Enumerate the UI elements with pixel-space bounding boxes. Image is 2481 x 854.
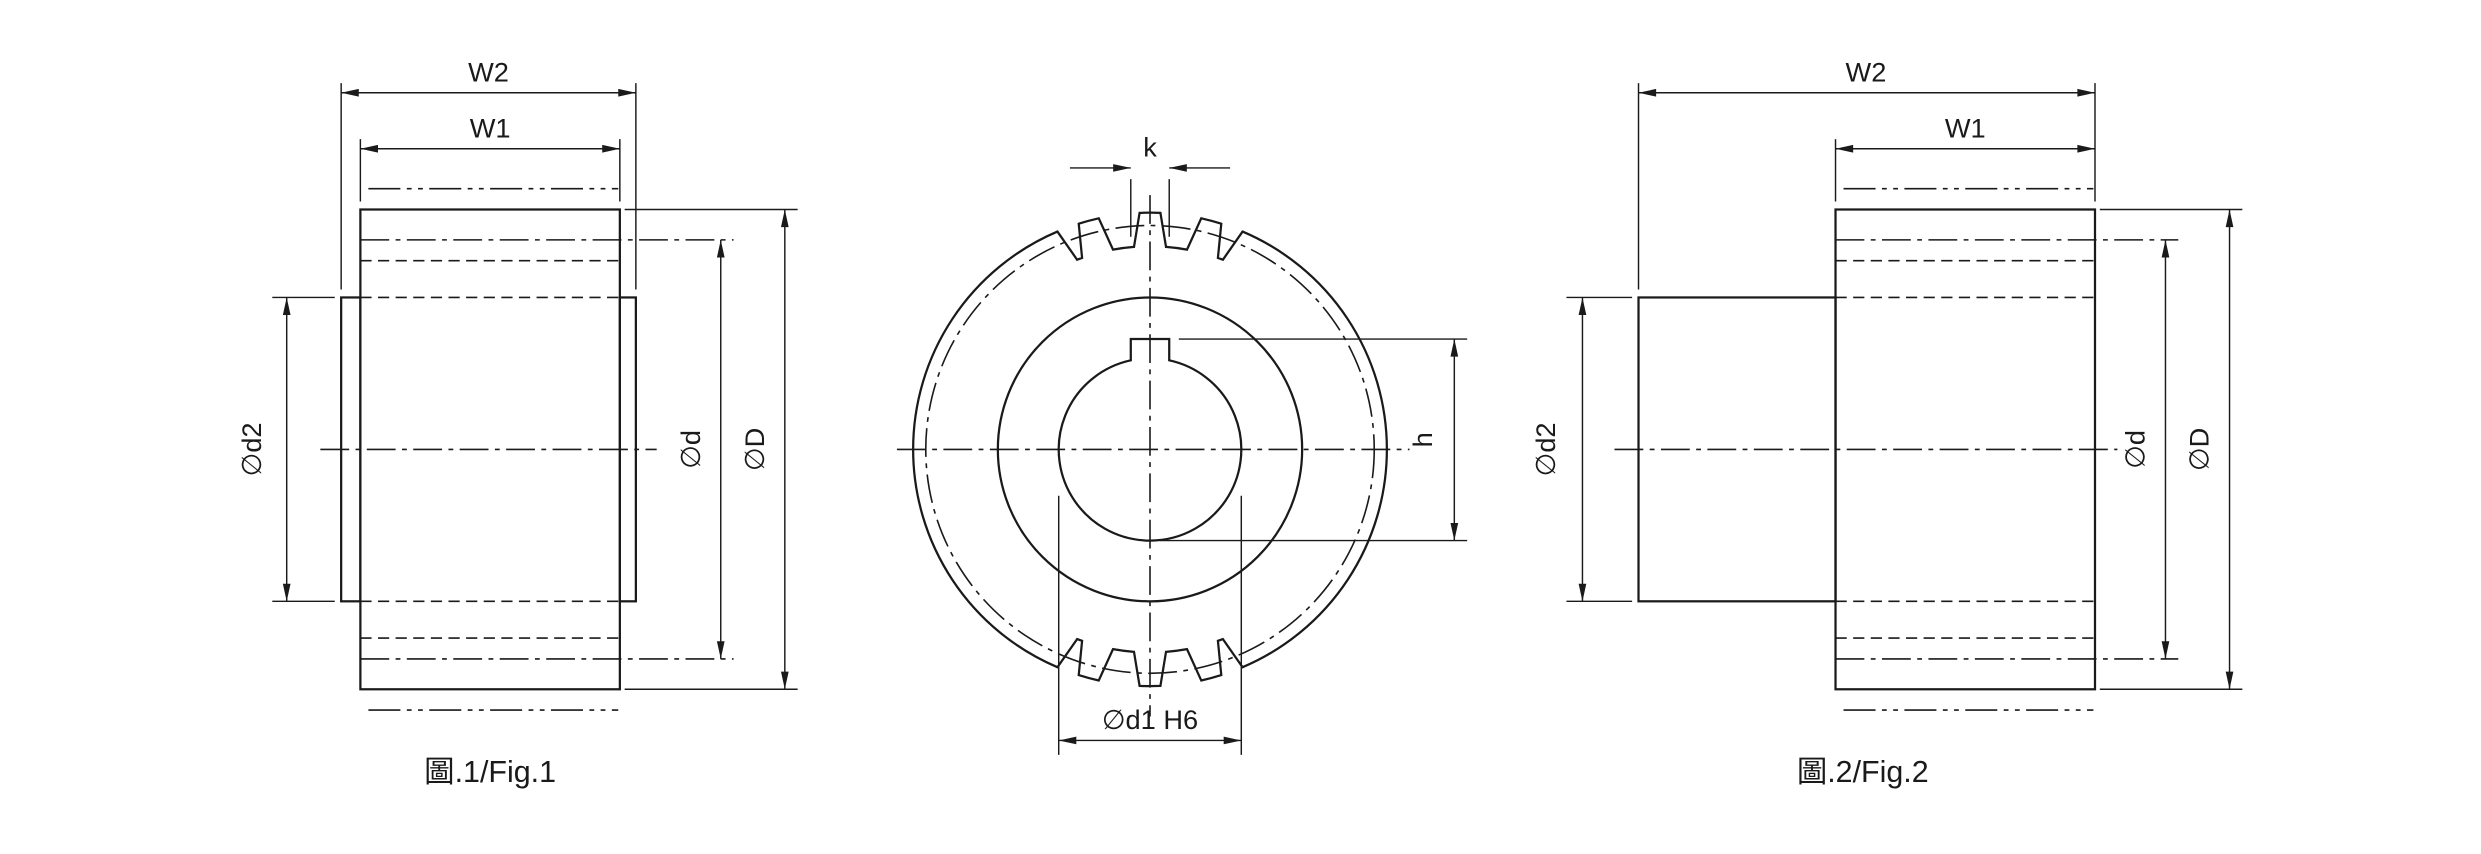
fig1-dim-w2: W2 [340, 57, 637, 290]
dimension-label-w2: W2 [1846, 57, 1887, 88]
dimension-label-w2: W2 [468, 57, 509, 88]
front-dim-h: h [1159, 338, 1468, 542]
fig2-dim-D: ∅D [2099, 208, 2243, 690]
dimension-label-D: ∅D [2184, 428, 2215, 471]
dimension-label-d: ∅d [2120, 430, 2151, 469]
fig1-pitch-lines [360, 239, 734, 660]
fig2-dim-w1: W1 [1834, 113, 2095, 202]
dimension-label-w1: W1 [1945, 113, 1986, 144]
front-dim-d1: ∅d1 H6 [1057, 495, 1243, 755]
fig2-dim-d2: ∅d2 [1530, 296, 1633, 603]
fig1-side-view: W2 W1 ∅d2 ∅d ∅D 圖.1/Fig.1 [236, 57, 798, 789]
dimension-label-D: ∅D [739, 428, 770, 471]
fig2-phantom-lines [1843, 187, 2094, 711]
fig1-dim-D: ∅D [624, 208, 798, 690]
fig1-dim-d2: ∅d2 [236, 296, 335, 603]
dimension-label-d1: ∅d1 H6 [1102, 704, 1198, 735]
front-dim-k: k [1069, 132, 1231, 237]
dimension-label-d: ∅d [675, 430, 706, 469]
front-view: k h ∅d1 H6 [896, 132, 1468, 755]
fig2-caption: 圖.2/Fig.2 [1797, 755, 1929, 789]
fig1-dim-w1: W1 [359, 113, 621, 202]
dimension-label-w1: W1 [470, 113, 511, 144]
front-center-lines [896, 195, 1410, 717]
fig1-phantom-lines [368, 187, 619, 711]
fig2-hidden-lines [1835, 259, 2095, 639]
dimension-label-d2: ∅d2 [1530, 422, 1561, 476]
fig1-caption: 圖.1/Fig.1 [424, 755, 556, 789]
dimension-label-d2: ∅d2 [236, 422, 267, 476]
fig2-dim-d: ∅d [2120, 239, 2170, 659]
fig1-hidden-lines [360, 259, 620, 639]
dimension-label-h: h [1407, 432, 1438, 447]
fig1-dim-d: ∅d [675, 239, 725, 659]
fig2-side-view: W2 W1 ∅d2 ∅d ∅D 圖.2/Fig.2 [1530, 57, 2243, 789]
fig2-pitch-lines [1835, 239, 2179, 660]
fig2-dim-w2: W2 [1637, 57, 2096, 290]
dimension-label-k: k [1143, 132, 1157, 163]
